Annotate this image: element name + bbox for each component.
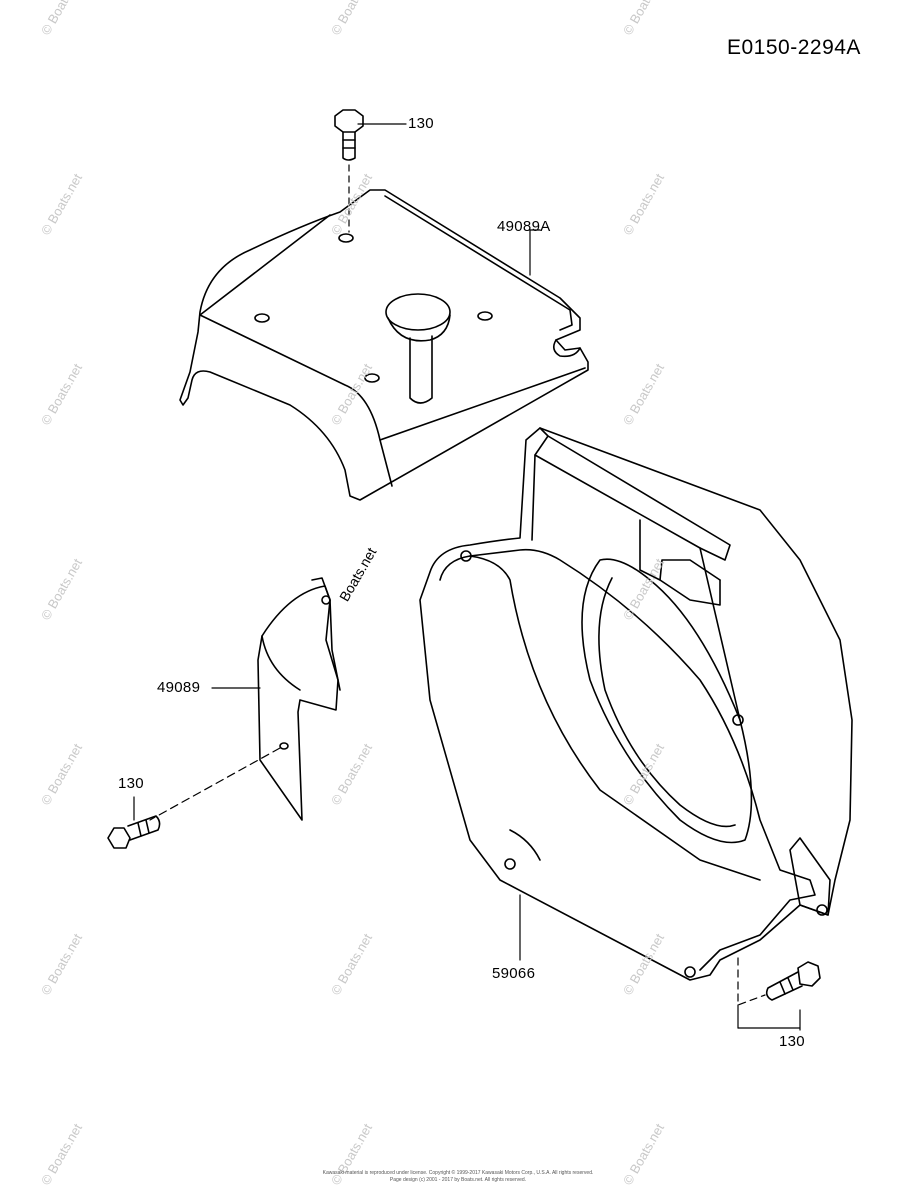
top-cover bbox=[179, 189, 589, 501]
reference-code: E0150-2294A bbox=[727, 36, 861, 59]
copyright-line-2: Page design (c) 2001 - 2017 by Boats.net… bbox=[389, 1177, 527, 1183]
bolt-left bbox=[107, 796, 161, 849]
bolt-top bbox=[334, 109, 407, 233]
callout-bolt-top: 130 bbox=[408, 115, 434, 132]
callout-fan-housing: 59066 bbox=[492, 965, 536, 982]
copyright-line-1: Kawasaki material is reproduced under li… bbox=[322, 1170, 594, 1176]
callout-side-cover: 49089 bbox=[157, 679, 201, 696]
callout-bolt-bottom: 130 bbox=[779, 1033, 805, 1050]
fan-housing bbox=[419, 427, 853, 981]
bolt-bottom bbox=[737, 957, 821, 1031]
callout-top-cover: 49089A bbox=[497, 218, 551, 235]
side-cover bbox=[149, 577, 341, 821]
callout-bolt-left: 130 bbox=[118, 775, 144, 792]
